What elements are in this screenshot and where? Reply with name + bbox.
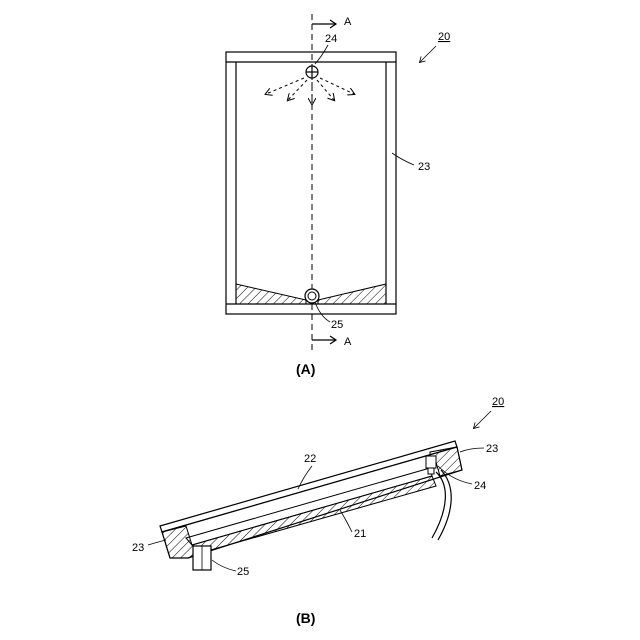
label-25-b: 25 — [237, 566, 249, 578]
caption-b: (B) — [296, 610, 315, 626]
sloped-floor-left — [236, 284, 306, 304]
figure-b: 20 22 23 24 21 23 25 — [132, 396, 504, 626]
label-25: 25 — [331, 319, 343, 331]
spray-arrows — [266, 78, 354, 104]
label-23: 23 — [418, 161, 430, 173]
tray-cavity — [186, 468, 432, 545]
ref-number-a: 20 — [438, 31, 450, 43]
drain-outer — [305, 289, 319, 303]
label-24: 24 — [325, 33, 337, 45]
section-label-bottom: A — [344, 336, 352, 348]
figure-a: A A 24 23 — [226, 14, 450, 377]
sloped-floor-right — [318, 284, 386, 304]
ref-arrow-a — [420, 46, 436, 62]
section-label-top: A — [344, 16, 352, 28]
ref-arrow-b — [474, 411, 491, 428]
label-22: 22 — [304, 453, 316, 465]
frame-outer — [226, 52, 396, 314]
nozzle-fitting — [426, 456, 436, 468]
ref-number-b: 20 — [492, 396, 504, 408]
label-23-left: 23 — [132, 542, 144, 554]
label-23-right: 23 — [486, 443, 498, 455]
label-21: 21 — [354, 528, 366, 540]
label-24-b: 24 — [474, 480, 486, 492]
caption-a: (A) — [296, 361, 315, 377]
